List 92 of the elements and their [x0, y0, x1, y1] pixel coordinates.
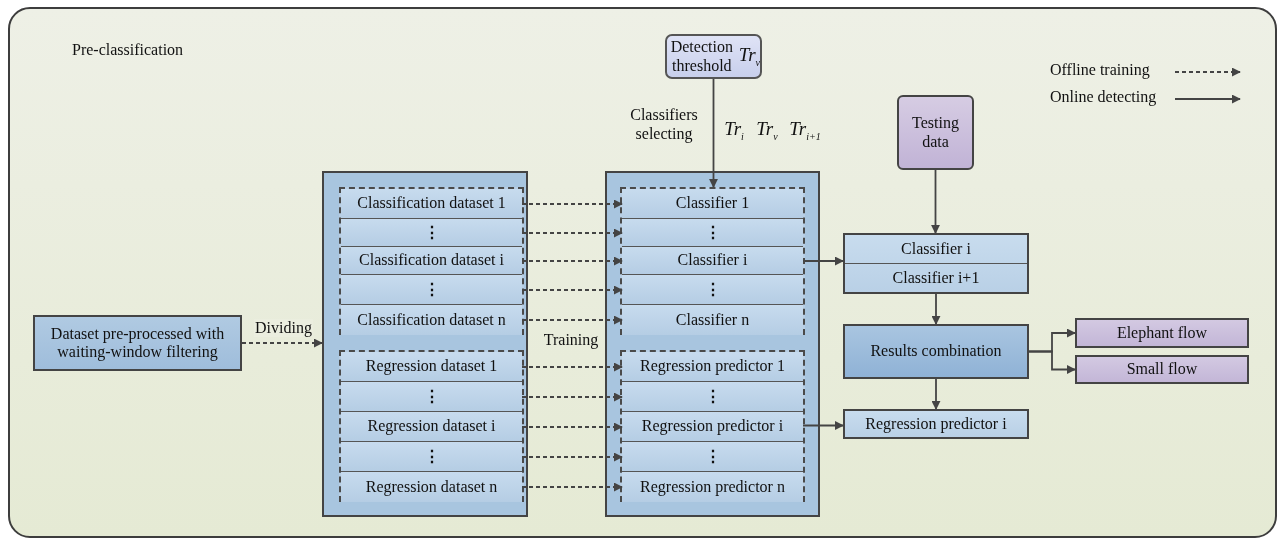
list-row — [341, 219, 522, 247]
arrow — [521, 315, 623, 325]
box-label: Results combination — [870, 342, 1002, 361]
row-label: Regression dataset 1 — [365, 357, 498, 376]
box-label: Elephant flow — [1116, 323, 1208, 343]
row-label: Classifier 1 — [675, 194, 750, 213]
arrow — [521, 199, 623, 209]
arrow — [521, 452, 623, 462]
row-label: Regression predictor 1 — [640, 357, 785, 376]
threshold-symbol: Tr$_{i}$ — [723, 118, 745, 143]
ellipsis-dots: ⋮ — [423, 224, 440, 241]
box-label: Detection threshold — [669, 38, 734, 75]
list-row — [622, 382, 803, 412]
annotation-text: Training — [542, 330, 600, 350]
box-label: Dataset pre-processed with waiting-window filtering — [49, 324, 226, 362]
list-row — [622, 219, 803, 247]
list-row — [622, 189, 803, 219]
row-label: Regression predictor i — [641, 417, 784, 436]
list-row — [341, 247, 522, 275]
arrow — [802, 256, 844, 266]
list-row — [622, 247, 803, 275]
arrow — [931, 378, 941, 410]
process-box — [33, 315, 242, 371]
arrow — [802, 421, 844, 430]
legend-label: Online detecting — [1050, 88, 1157, 106]
ellipsis-dots: ⋮ — [704, 448, 721, 465]
ellipsis-dots: ⋮ — [423, 448, 440, 465]
threshold-symbol: Tr$_{v}$ — [755, 118, 779, 143]
arrow — [709, 78, 718, 188]
row-label: Regression predictor n — [640, 477, 785, 497]
annotation-text: Classifiers selecting — [629, 105, 699, 144]
edge-label: Dividing — [254, 319, 313, 337]
arrow — [521, 392, 623, 402]
output-box — [1075, 355, 1249, 384]
arrow — [521, 362, 623, 372]
ellipsis-dots: ⋮ — [423, 388, 440, 405]
legend-label: Offline training — [1050, 61, 1150, 79]
dashed-group-box — [339, 350, 524, 502]
row-label: Classification dataset i — [359, 251, 504, 270]
arrow — [931, 293, 941, 325]
ellipsis-dots: ⋮ — [704, 224, 721, 241]
ellipsis-dots: ⋮ — [423, 281, 440, 298]
list-row — [341, 352, 522, 382]
arrow — [521, 422, 623, 432]
row-label: Regression dataset i — [367, 417, 496, 436]
output-box — [1075, 318, 1249, 348]
list-row — [622, 305, 803, 335]
row-label: Classifier n — [675, 310, 750, 330]
dashed-group-box — [620, 187, 805, 335]
row-label: Classification dataset n — [357, 310, 506, 330]
process-box — [843, 233, 1029, 294]
row-label: Classifier i — [677, 251, 748, 270]
list-row — [341, 442, 522, 472]
box-label: Classifier i — [845, 235, 1027, 264]
process-box — [843, 409, 1029, 439]
arrow — [521, 228, 623, 238]
list-row — [622, 412, 803, 442]
dashed-group-box — [620, 350, 805, 502]
threshold-symbol: Tr$_{v}$ — [738, 44, 760, 69]
process-box — [843, 324, 1029, 379]
row-label: Classification dataset 1 — [357, 194, 506, 213]
list-row — [622, 442, 803, 472]
data-box — [897, 95, 974, 170]
list-row — [341, 412, 522, 442]
list-row — [341, 305, 522, 335]
list-row — [341, 275, 522, 305]
list-row — [622, 472, 803, 502]
box-label: Regression predictor i — [864, 414, 1008, 434]
row-label: Regression dataset n — [365, 477, 498, 497]
threshold-symbol: Tr$_{i+1}$ — [788, 118, 822, 143]
arrow — [521, 285, 623, 295]
list-row — [341, 472, 522, 502]
list-row — [341, 382, 522, 412]
ellipsis-dots: ⋮ — [704, 388, 721, 405]
list-row — [341, 189, 522, 219]
arrow — [521, 256, 623, 266]
arrow — [931, 169, 940, 234]
panel-title: Pre-classification — [72, 41, 184, 60]
ellipsis-dots: ⋮ — [704, 281, 721, 298]
container-box — [322, 171, 528, 517]
box-label: Testing data — [911, 114, 960, 151]
container-box — [605, 171, 820, 517]
list-row — [622, 352, 803, 382]
threshold-box — [665, 34, 762, 79]
arrow — [241, 338, 323, 348]
panel-background — [8, 7, 1277, 538]
box-label: Classifier i+1 — [891, 267, 981, 288]
dashed-group-box — [339, 187, 524, 335]
box-label: Small flow — [1126, 360, 1198, 379]
arrow — [521, 482, 623, 492]
list-row — [622, 275, 803, 305]
arrow — [1028, 350, 1076, 374]
